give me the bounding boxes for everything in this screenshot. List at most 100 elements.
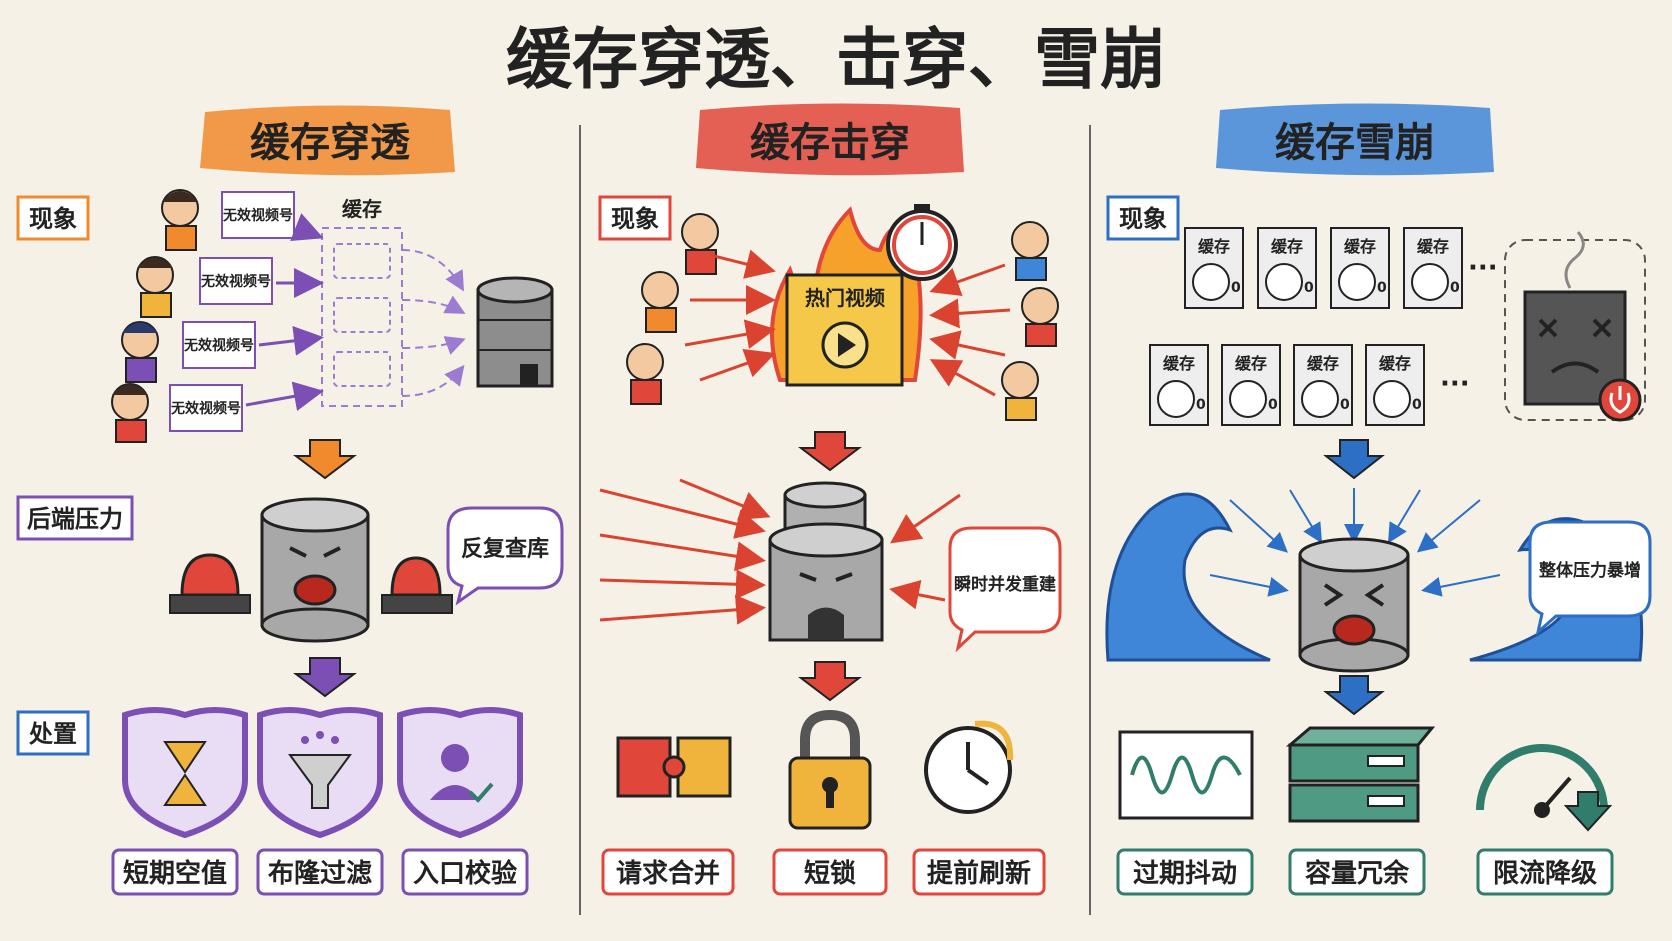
phenomenon-label: 现象: [1119, 205, 1167, 233]
cache-box: [321, 227, 403, 407]
section-penetration: 缓存穿透 现象 无效视频号 无效视频号: [16, 105, 564, 896]
hourglass-shield-icon: [122, 707, 248, 839]
speech-bubble: [948, 526, 1062, 653]
kid-2: [136, 256, 174, 318]
svg-text:0: 0: [1412, 397, 1422, 413]
hot-video-label: 热门视频: [805, 286, 885, 310]
svg-text:0: 0: [1340, 397, 1350, 413]
cache-timer: 缓存 0: [1330, 227, 1390, 309]
svg-text:0: 0: [1377, 280, 1387, 296]
kid-3: [121, 321, 159, 383]
action-pill-1: [601, 848, 735, 896]
invalid-id-card-4: [169, 384, 243, 432]
handling-tag: [16, 710, 90, 756]
invalid-requests: 无效视频号 无效视频号 无效视频号 无效视频号: [111, 189, 295, 443]
phenomenon-tag: [16, 195, 90, 241]
heading-brush-red: [696, 103, 964, 176]
speech-bubble-text: 瞬时并发重建: [954, 574, 1056, 595]
action-pill-3: [401, 848, 529, 896]
crashed-server-frame: [1504, 239, 1646, 421]
down-arrow-red-1: [798, 431, 862, 472]
svg-text:0: 0: [1268, 397, 1278, 413]
cache-timer: 缓存0: [1403, 227, 1463, 309]
bypass-arrow-1: [401, 249, 465, 292]
puzzle-icon: [616, 736, 732, 798]
action-label-2: 布隆过滤: [268, 859, 372, 889]
cache-timer: 缓存0: [1365, 344, 1425, 426]
cache-slot-2: [333, 297, 391, 333]
waveform-monitor-icon: [1118, 730, 1254, 820]
heading-brush-orange: [200, 105, 455, 176]
section-heading: 缓存雪崩: [1275, 120, 1435, 166]
kid-1: [161, 189, 199, 251]
invalid-id-card-1: [221, 191, 295, 239]
action-pill-1: [111, 848, 239, 896]
cache-slot-1: [333, 243, 391, 279]
bypass-arrow-4: [401, 364, 465, 397]
phenomenon-tag: [598, 195, 672, 241]
handling-label: 处置: [28, 720, 77, 748]
action-pill-3: [912, 848, 1046, 896]
svg-text:0: 0: [1304, 280, 1314, 296]
heading-brush-blue: [1216, 103, 1494, 176]
action-label-2: 短锁: [804, 858, 856, 889]
action-pill-1: [1116, 848, 1254, 896]
database-icon: [476, 276, 554, 388]
kids-right: [1001, 221, 1059, 421]
invalid-id-text-4: 无效视频号: [170, 400, 241, 417]
invalid-id-card-2: [199, 257, 273, 305]
speech-bubble-text: 整体压力暴增: [1539, 560, 1641, 581]
user-check-shield-icon: [397, 707, 523, 839]
cache-timer: 缓存0: [1257, 227, 1317, 309]
wave-left: [1105, 492, 1271, 662]
action-label-3: 提前刷新: [927, 858, 1031, 889]
converging-arrows: [599, 478, 961, 625]
cache-timer: 缓存0: [1293, 344, 1353, 426]
arrow-to-cache-3: [258, 325, 324, 356]
kids-left: [626, 213, 719, 405]
kid-4: [111, 383, 149, 443]
action-label-3: 限流降级: [1493, 858, 1597, 889]
crashed-server-icon: [1523, 231, 1627, 406]
pressure-label: 后端压力: [27, 505, 123, 533]
speech-bubble-text: 反复查库: [461, 536, 549, 562]
cache-timer: 缓存 0: [1221, 344, 1281, 426]
invalid-id-text-1: 无效视频号: [222, 207, 293, 224]
svg-text:0: 0: [1196, 397, 1206, 413]
down-arrow-blue-2: [1323, 675, 1385, 716]
action-label-1: 短期空值: [123, 858, 227, 889]
svg-text:缓存: 缓存: [1343, 237, 1376, 256]
phenomenon-label: 现象: [611, 205, 659, 233]
bypass-arrow-3: [401, 336, 466, 355]
svg-text:缓存: 缓存: [1234, 354, 1267, 373]
converging-arrows-blue: [1209, 488, 1501, 597]
invalid-id-card-3: [182, 321, 256, 369]
action-pill-2: [772, 848, 888, 896]
phenomenon-label: 现象: [29, 205, 77, 233]
down-arrow-purple: [293, 657, 357, 698]
bypass-arrow-2: [401, 295, 466, 314]
alarm-left-icon: [169, 553, 251, 614]
arrow-to-cache-4: [245, 381, 324, 412]
svg-text:缓存: 缓存: [1162, 354, 1195, 373]
section-heading: 缓存穿透: [250, 120, 411, 166]
action-pill-2: [1288, 848, 1426, 896]
cache-timer: 缓存 0: [1149, 344, 1209, 426]
arrow-to-cache-1: [290, 213, 324, 242]
action-label-1: 过期抖动: [1133, 859, 1237, 889]
action-label-3: 入口校验: [413, 858, 517, 889]
action-pill-2: [256, 848, 384, 896]
page-title: 缓存穿透、击穿、雪崩: [506, 21, 1166, 98]
action-label-2: 容量冗余: [1305, 858, 1410, 889]
down-arrow-orange: [293, 439, 357, 480]
funnel-shield-icon: [257, 707, 383, 839]
clock-refresh-icon: [924, 720, 1014, 814]
overwhelmed-database-icon: [1298, 537, 1410, 673]
invalid-id-text-2: 无效视频号: [200, 273, 271, 290]
server-stack-icon: [1285, 726, 1436, 823]
svg-text:缓存: 缓存: [1197, 237, 1230, 256]
down-arrow-blue-1: [1323, 439, 1385, 480]
action-pill-3: [1476, 848, 1614, 896]
section-avalanche: 缓存雪崩 现象 缓存0 缓存0 缓存0 缓存0 ··· 缓存0 缓存0 缓存0 …: [1105, 103, 1652, 896]
